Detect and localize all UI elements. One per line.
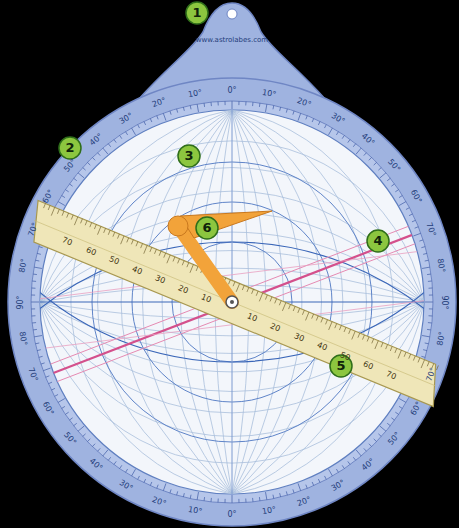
hanging-hole xyxy=(227,9,237,19)
callout-number: 4 xyxy=(366,229,390,253)
center-pin-hole xyxy=(230,300,234,304)
degree-ticks xyxy=(31,101,433,503)
degree-label: 80° xyxy=(435,257,446,273)
degree-label: 90° xyxy=(440,295,449,309)
callout-circle: 4 xyxy=(366,229,390,253)
degree-label: 10° xyxy=(261,88,277,99)
degree-ring xyxy=(31,101,433,503)
degree-label: 0° xyxy=(227,510,236,519)
degree-label: 0° xyxy=(227,86,236,95)
callout-circle: 1 xyxy=(185,1,209,25)
degree-label: 90° xyxy=(16,295,25,309)
callout-number: 1 xyxy=(185,1,209,25)
plate xyxy=(40,110,424,494)
website-url: www.astrolabes.com xyxy=(196,36,268,44)
alidade-pointer xyxy=(168,211,272,302)
callout-number: 6 xyxy=(195,216,219,240)
center-pin xyxy=(226,296,238,308)
mater-rim xyxy=(8,78,456,526)
callout-circle: 3 xyxy=(177,144,201,168)
callout-number: 3 xyxy=(177,144,201,168)
callout-circle: 2 xyxy=(58,136,82,160)
callout-circle: 6 xyxy=(195,216,219,240)
rule xyxy=(23,200,449,406)
callout-number: 2 xyxy=(58,136,82,160)
